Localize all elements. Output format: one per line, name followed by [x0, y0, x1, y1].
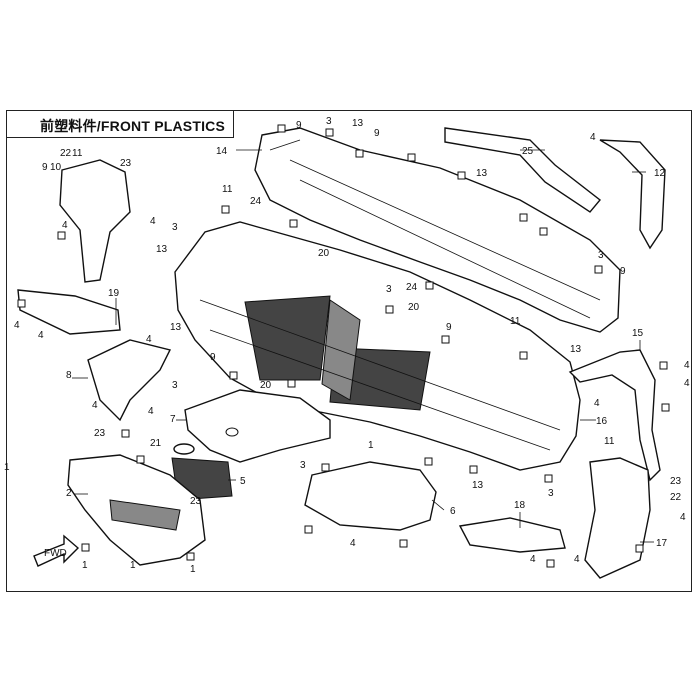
callout-15: 15: [632, 328, 644, 339]
callout-3: 3: [300, 460, 306, 471]
part-right-side-guard[interactable]: [599, 139, 666, 250]
callout-4: 4: [684, 378, 690, 389]
callout-23: 23: [94, 428, 106, 439]
callout-13: 13: [170, 322, 182, 333]
callout-9: 9: [374, 128, 380, 139]
callout-3: 3: [172, 380, 178, 391]
callout-3: 3: [172, 222, 178, 233]
callout-4: 4: [530, 554, 536, 565]
leader-lines: [72, 149, 654, 543]
part-left-panel[interactable]: [17, 289, 121, 335]
part-upper-front-frame[interactable]: [254, 127, 621, 333]
callout-13: 13: [352, 118, 364, 129]
callout-11: 11: [604, 436, 615, 447]
callout-1: 1: [130, 560, 136, 571]
callout-4: 4: [62, 220, 68, 231]
callout-labels: 1 1 1 1 1 2 3 3 3 3 3 3 3 4 4 4 4 4 4 4 …: [4, 116, 690, 575]
diagram-frame: [6, 110, 692, 592]
callout-22: 22: [60, 148, 72, 159]
callout-11: 11: [72, 148, 83, 159]
callout-13: 13: [570, 344, 582, 355]
callout-17: 17: [656, 538, 668, 549]
callout-4: 4: [146, 334, 152, 345]
callout-20: 20: [260, 380, 272, 391]
callout-9: 9: [446, 322, 452, 333]
callout-4: 4: [680, 512, 686, 523]
callout-13: 13: [472, 480, 484, 491]
callout-1: 1: [368, 440, 374, 451]
callout-22: 22: [670, 492, 682, 503]
callout-4: 4: [38, 330, 44, 341]
part-left-upper-bracket[interactable]: [59, 159, 131, 283]
callout-9: 9: [620, 266, 626, 277]
callout-20: 20: [318, 248, 330, 259]
callout-20: 20: [408, 302, 420, 313]
callout-16: 16: [596, 416, 608, 427]
part-bottom-plate[interactable]: [458, 517, 566, 553]
callout-1: 1: [190, 564, 196, 575]
callout-5: 5: [240, 476, 246, 487]
callout-3: 3: [548, 488, 554, 499]
callout-23: 23: [120, 158, 132, 169]
callout-11: 11: [510, 316, 521, 327]
callout-13: 13: [476, 168, 488, 179]
callout-4: 4: [684, 360, 690, 371]
callout-1: 1: [4, 462, 10, 473]
callout-13: 13: [156, 244, 168, 255]
callout-25: 25: [522, 146, 534, 157]
callout-21: 21: [150, 438, 162, 449]
part-front-bumper[interactable]: [174, 221, 581, 471]
part-left-fender[interactable]: [87, 339, 172, 422]
callout-23: 23: [670, 476, 682, 487]
callout-4: 4: [594, 398, 600, 409]
part-right-lower-bracket[interactable]: [584, 457, 651, 579]
callout-8: 8: [66, 370, 72, 381]
callout-9: 9: [210, 352, 216, 363]
part-lower-skid-panel[interactable]: [67, 454, 206, 566]
callout-7: 7: [170, 414, 176, 425]
diagram-title: 前塑料件/FRONT PLASTICS: [40, 118, 226, 134]
callout-4: 4: [574, 554, 580, 565]
callout-4: 4: [92, 400, 98, 411]
callout-14: 14: [216, 146, 228, 157]
callout-4: 4: [350, 538, 356, 549]
callout-9: 9: [296, 120, 302, 131]
part-right-fender-arch[interactable]: [568, 349, 661, 482]
callout-9: 9: [42, 162, 48, 173]
callout-4: 4: [150, 216, 156, 227]
callout-6: 6: [450, 506, 456, 517]
callout-3: 3: [598, 250, 604, 261]
callout-10: 10: [50, 162, 62, 173]
callout-12: 12: [654, 168, 666, 179]
part-hood-panel[interactable]: [184, 389, 331, 463]
fwd-label: FWD: [44, 548, 67, 559]
callout-4: 4: [590, 132, 596, 143]
callout-24: 24: [406, 282, 418, 293]
callout-3: 3: [386, 284, 392, 295]
part-right-side-panel[interactable]: [304, 461, 437, 531]
callout-4: 4: [148, 406, 154, 417]
callout-19: 19: [108, 288, 120, 299]
callout-3: 3: [326, 116, 332, 127]
fastener-group: [17, 124, 670, 568]
fwd-arrow-icon: [33, 534, 80, 567]
callout-2: 2: [66, 488, 72, 499]
callout-11: 11: [222, 184, 233, 195]
callout-23: 23: [190, 496, 202, 507]
part-emblem[interactable]: [173, 443, 195, 455]
part-trim-strip[interactable]: [444, 127, 602, 213]
callout-4: 4: [14, 320, 20, 331]
callout-24: 24: [250, 196, 262, 207]
title-box: [6, 110, 234, 138]
callout-1: 1: [82, 560, 88, 571]
callout-18: 18: [514, 500, 526, 511]
